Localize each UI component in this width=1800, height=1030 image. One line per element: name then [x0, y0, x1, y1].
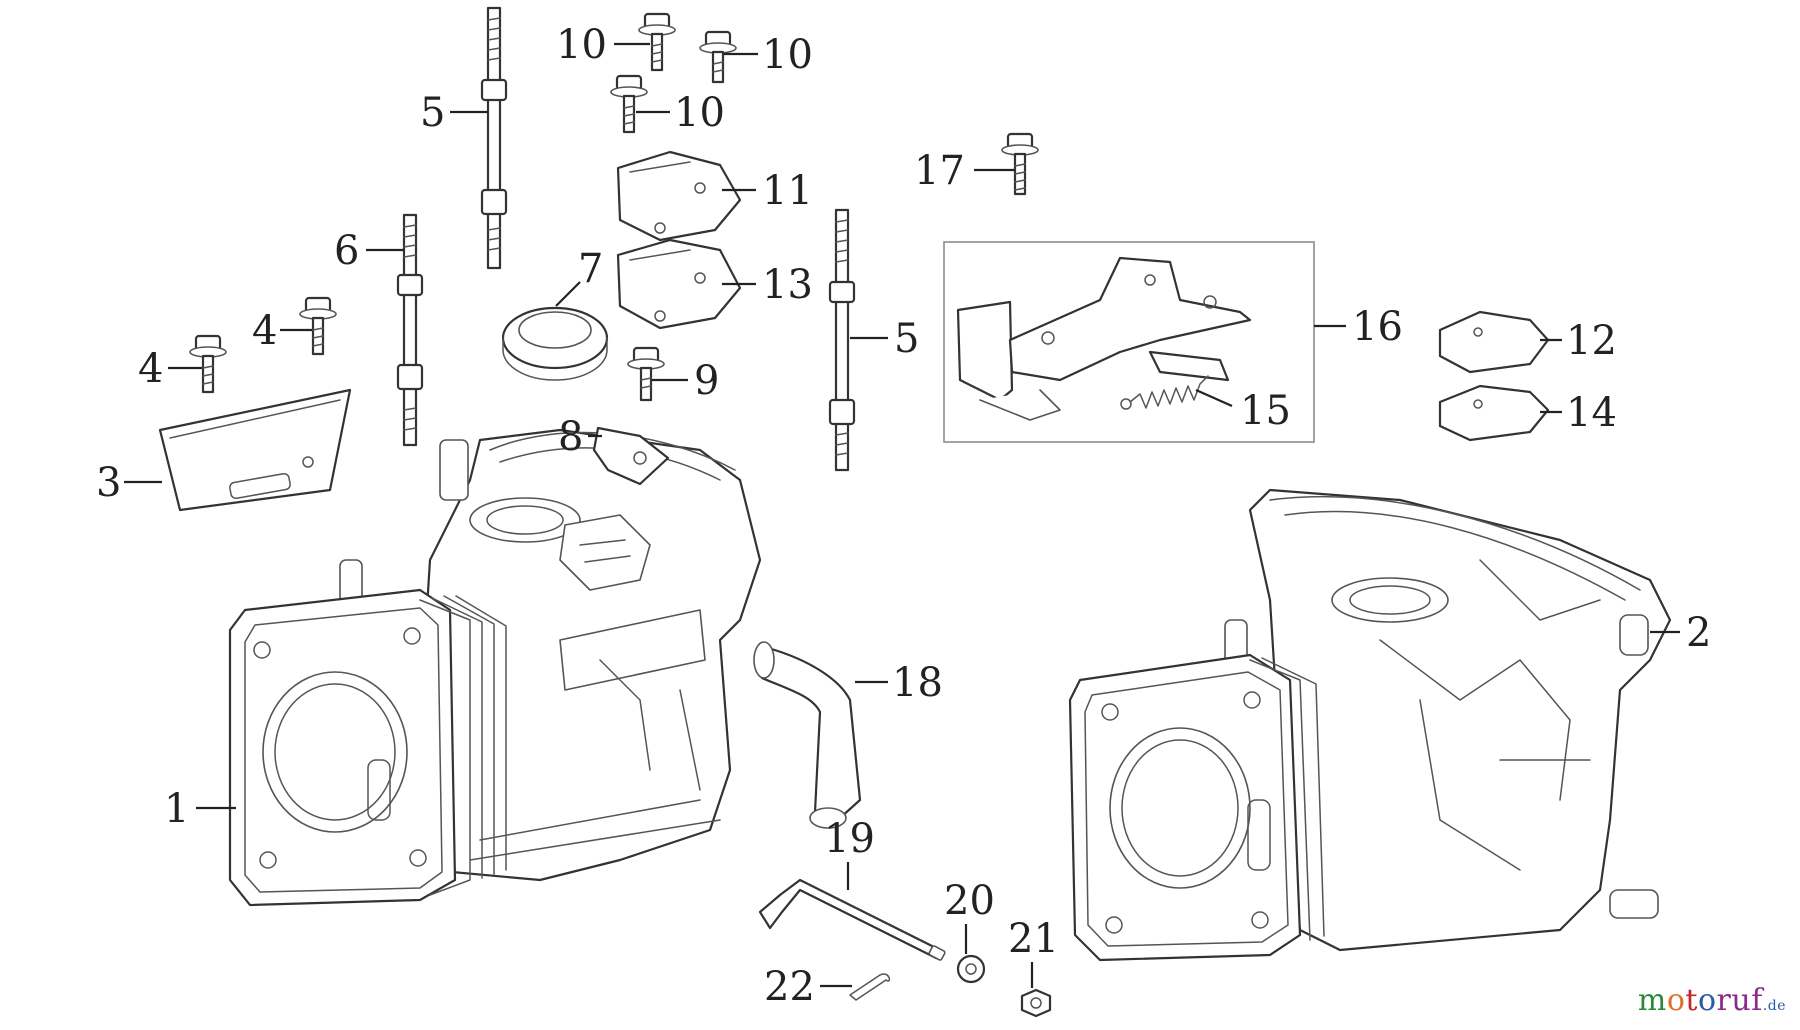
part-cylinder-block-left: [228, 428, 762, 907]
part-stud-6: [396, 213, 424, 447]
part-shield-plate: [158, 388, 352, 512]
callout-4a: 4: [138, 346, 163, 392]
callout-13: 13: [762, 262, 813, 308]
part-crankcase-right: [1068, 488, 1672, 962]
leader-7: [555, 281, 581, 307]
part-bolt-10b: [699, 30, 737, 84]
part-cover-13: [616, 238, 742, 330]
callout-10b: 10: [762, 32, 813, 78]
part-seal-ring: [501, 306, 609, 381]
callout-2: 2: [1686, 610, 1711, 656]
callout-labels: 1 2 3 4 4 5 5 6 7 8 9 10 10 10 11 12 13 …: [96, 22, 1711, 1010]
leader-lines: [124, 42, 1680, 988]
callout-14: 14: [1566, 390, 1617, 436]
part-bolt-17: [1001, 132, 1039, 196]
leader-15: [1195, 388, 1233, 408]
part-group-16: [943, 241, 1315, 443]
part-spring-15: [1120, 375, 1209, 410]
callout-5b: 5: [894, 316, 919, 362]
part-bolt-4a: [189, 334, 227, 394]
part-hose: [753, 641, 862, 829]
part-clip: [592, 426, 670, 486]
part-gasket-12: [1438, 310, 1550, 374]
callout-8: 8: [558, 414, 583, 460]
callout-10c: 10: [674, 90, 725, 136]
callout-20: 20: [944, 878, 995, 924]
callout-6: 6: [334, 228, 359, 274]
callout-3: 3: [96, 460, 121, 506]
callout-15: 15: [1240, 388, 1291, 434]
callout-7: 7: [578, 246, 603, 292]
callout-19: 19: [824, 816, 875, 862]
part-nut-21: [1020, 988, 1052, 1018]
watermark-logo: motoruf.de: [1637, 983, 1786, 1018]
part-bolt-4b: [299, 296, 337, 356]
callout-22: 22: [764, 964, 815, 1010]
part-washer-20: [956, 954, 986, 984]
part-bolt-9: [627, 346, 665, 402]
part-stud-5b: [828, 208, 856, 472]
part-stud-5a: [480, 6, 508, 270]
part-bolt-10a: [638, 12, 676, 72]
callout-10a: 10: [556, 22, 607, 68]
callout-9: 9: [694, 358, 719, 404]
callout-18: 18: [892, 660, 943, 706]
part-pin-22: [849, 973, 891, 1001]
part-gasket-14: [1438, 384, 1550, 442]
group-box-16: [943, 241, 1315, 443]
callout-11: 11: [762, 168, 813, 214]
callout-21: 21: [1008, 916, 1059, 962]
part-cover-11: [616, 150, 742, 242]
callout-12: 12: [1566, 318, 1617, 364]
callout-4b: 4: [252, 308, 277, 354]
callout-5a: 5: [420, 90, 445, 136]
part-rod: [758, 878, 946, 961]
part-bolt-10c: [610, 74, 648, 134]
callout-17: 17: [914, 148, 965, 194]
callout-1: 1: [164, 786, 189, 832]
callout-16: 16: [1352, 304, 1403, 350]
